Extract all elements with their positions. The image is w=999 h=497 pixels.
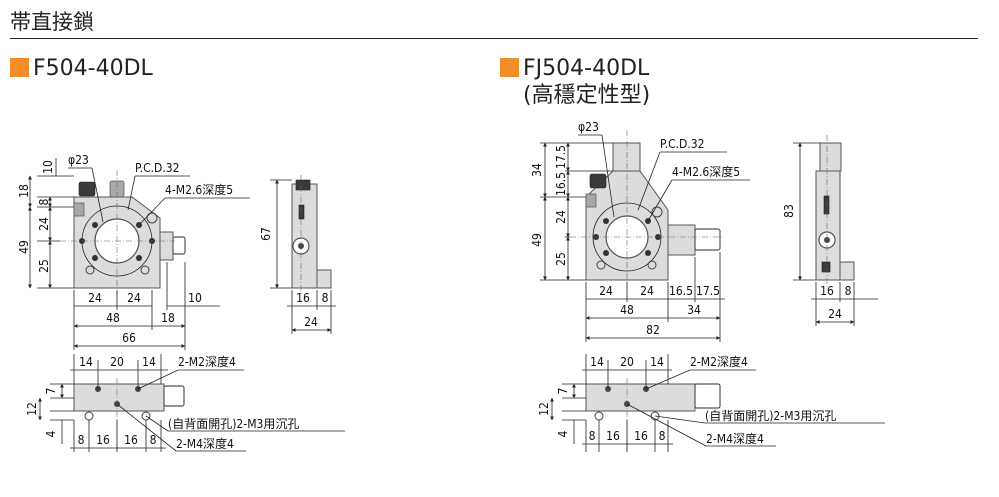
dim-h3-2: 82 — [646, 323, 660, 337]
dim-v-1-1: 18 — [17, 184, 31, 198]
dim-v-2-1: 34 — [530, 163, 544, 177]
bot-note-1: 2-M4深度4 — [176, 436, 234, 451]
bot-top-note-1: 2-M2深度4 — [178, 354, 236, 369]
model-heading-1: F504-40DL — [10, 55, 153, 82]
side-w1-1-1: 8 — [322, 291, 329, 305]
bottom-view-1 — [73, 378, 185, 452]
bot-top-1-2: 14 — [142, 355, 156, 369]
model-heading-2: FJ504-40DL (高穩定性型) — [500, 55, 650, 109]
bot-top-1-0: 14 — [79, 355, 93, 369]
side-dims-2: 83 16 8 24 — [782, 142, 878, 326]
bottom-dims-1: 14 20 14 2-M2深度4 7 12 4 (自背面開孔)2-M3用沉孔 8… — [25, 354, 345, 452]
dim-h1-1-0: 24 — [88, 291, 102, 305]
page-title: 帯直接鎖 — [10, 10, 94, 34]
dim-h3-1: 66 — [122, 331, 136, 345]
front-dims-1: φ23 P.C.D.32 4-M2.6深度5 10 18 8 49 24 25 — [17, 153, 250, 350]
bot-top-note-2: 2-M2深度4 — [690, 354, 748, 369]
dim-v-1-0: 10 — [41, 160, 55, 174]
dim-v-2-2: 16.5 — [554, 172, 568, 196]
bot-b-1-3: 8 — [150, 433, 157, 447]
bot-v-2-1: 12 — [537, 402, 551, 416]
dim-v-2-5: 25 — [554, 252, 568, 266]
dim-h2-2-1: 34 — [687, 303, 701, 317]
dim-h1-2-1: 24 — [640, 284, 654, 298]
side-view-1 — [291, 175, 332, 295]
bot-b-2-3: 8 — [659, 429, 666, 443]
model-name-2: FJ504-40DL — [523, 56, 650, 81]
bot-v-2-2: 4 — [556, 430, 570, 437]
front-view-1 — [60, 170, 186, 295]
title-divider — [10, 38, 978, 39]
bot-b-1-0: 8 — [78, 433, 85, 447]
dim-v-2-3: 49 — [530, 233, 544, 247]
phi-label-1: φ23 — [68, 153, 89, 167]
dim-v-1-2: 8 — [37, 198, 51, 205]
back-note-1: (自背面開孔)2-M3用沉孔 — [168, 417, 299, 431]
dim-v-1-3: 49 — [17, 240, 31, 254]
dim-h1-2-3: 17.5 — [696, 284, 720, 298]
bot-top-2-1: 20 — [620, 355, 634, 369]
bot-top-2-0: 14 — [590, 355, 604, 369]
dim-h1-1-1: 24 — [127, 291, 141, 305]
bot-v-1-2: 4 — [44, 430, 58, 437]
pcd-label-1: P.C.D.32 — [135, 161, 180, 175]
dim-h1-1-2: 10 — [188, 291, 202, 305]
side-w2-2: 24 — [828, 307, 842, 321]
side-w1-2-0: 16 — [820, 284, 834, 298]
bot-top-1-1: 20 — [110, 355, 124, 369]
bot-b-1-1: 16 — [96, 433, 110, 447]
dim-v-1-5: 25 — [37, 259, 51, 273]
dim-h1-2-0: 24 — [599, 284, 613, 298]
bot-b-2-1: 16 — [606, 429, 620, 443]
dim-v-1-4: 24 — [37, 217, 51, 231]
dim-h2-1-1: 18 — [161, 311, 175, 325]
bottom-dims-2: 14 20 14 2-M2深度4 7 12 4 (自背面開孔)2-M3用沉孔 8… — [537, 354, 885, 452]
side-h-2: 83 — [782, 204, 796, 218]
bot-top-2-2: 14 — [650, 355, 664, 369]
model-subtitle-2: (高穩定性型) — [523, 83, 651, 108]
model-name-1: F504-40DL — [33, 56, 153, 81]
dim-v-2-4: 24 — [554, 210, 568, 224]
bot-v-1-0: 7 — [44, 388, 58, 395]
bot-note-2: 2-M4深度4 — [706, 431, 764, 446]
side-w1-1-0: 16 — [296, 291, 310, 305]
bot-v-1-1: 12 — [25, 402, 39, 416]
side-h-1: 67 — [259, 227, 273, 241]
side-w1-2-1: 8 — [845, 284, 852, 298]
bot-b-2-2: 16 — [634, 429, 648, 443]
side-view-2 — [815, 135, 855, 290]
orange-square-marker — [10, 58, 29, 77]
orange-square-marker — [500, 58, 519, 77]
bot-v-2-0: 7 — [556, 388, 570, 395]
bot-b-1-2: 16 — [124, 433, 138, 447]
holes-label-1: 4-M2.6深度5 — [165, 182, 233, 197]
back-note-2: (自背面開孔)2-M3用沉孔 — [705, 409, 836, 423]
dim-v-2-0: 17.5 — [554, 145, 568, 169]
holes-label-2: 4-M2.6深度5 — [672, 164, 740, 179]
side-dims-1: 67 16 8 24 — [259, 179, 336, 334]
front-dims-2: φ23 P.C.D.32 4-M2.6深度5 17.5 34 16.5 49 2… — [530, 120, 750, 342]
bot-b-2-0: 8 — [589, 429, 596, 443]
dim-h2-2-0: 48 — [620, 303, 634, 317]
dim-h1-2-2: 16.5 — [669, 284, 693, 298]
pcd-label-2: P.C.D.32 — [660, 137, 705, 151]
phi-label-2: φ23 — [578, 120, 599, 134]
side-w2-1: 24 — [304, 315, 318, 329]
front-view-2 — [570, 130, 722, 290]
dim-h2-1-0: 48 — [106, 311, 120, 325]
